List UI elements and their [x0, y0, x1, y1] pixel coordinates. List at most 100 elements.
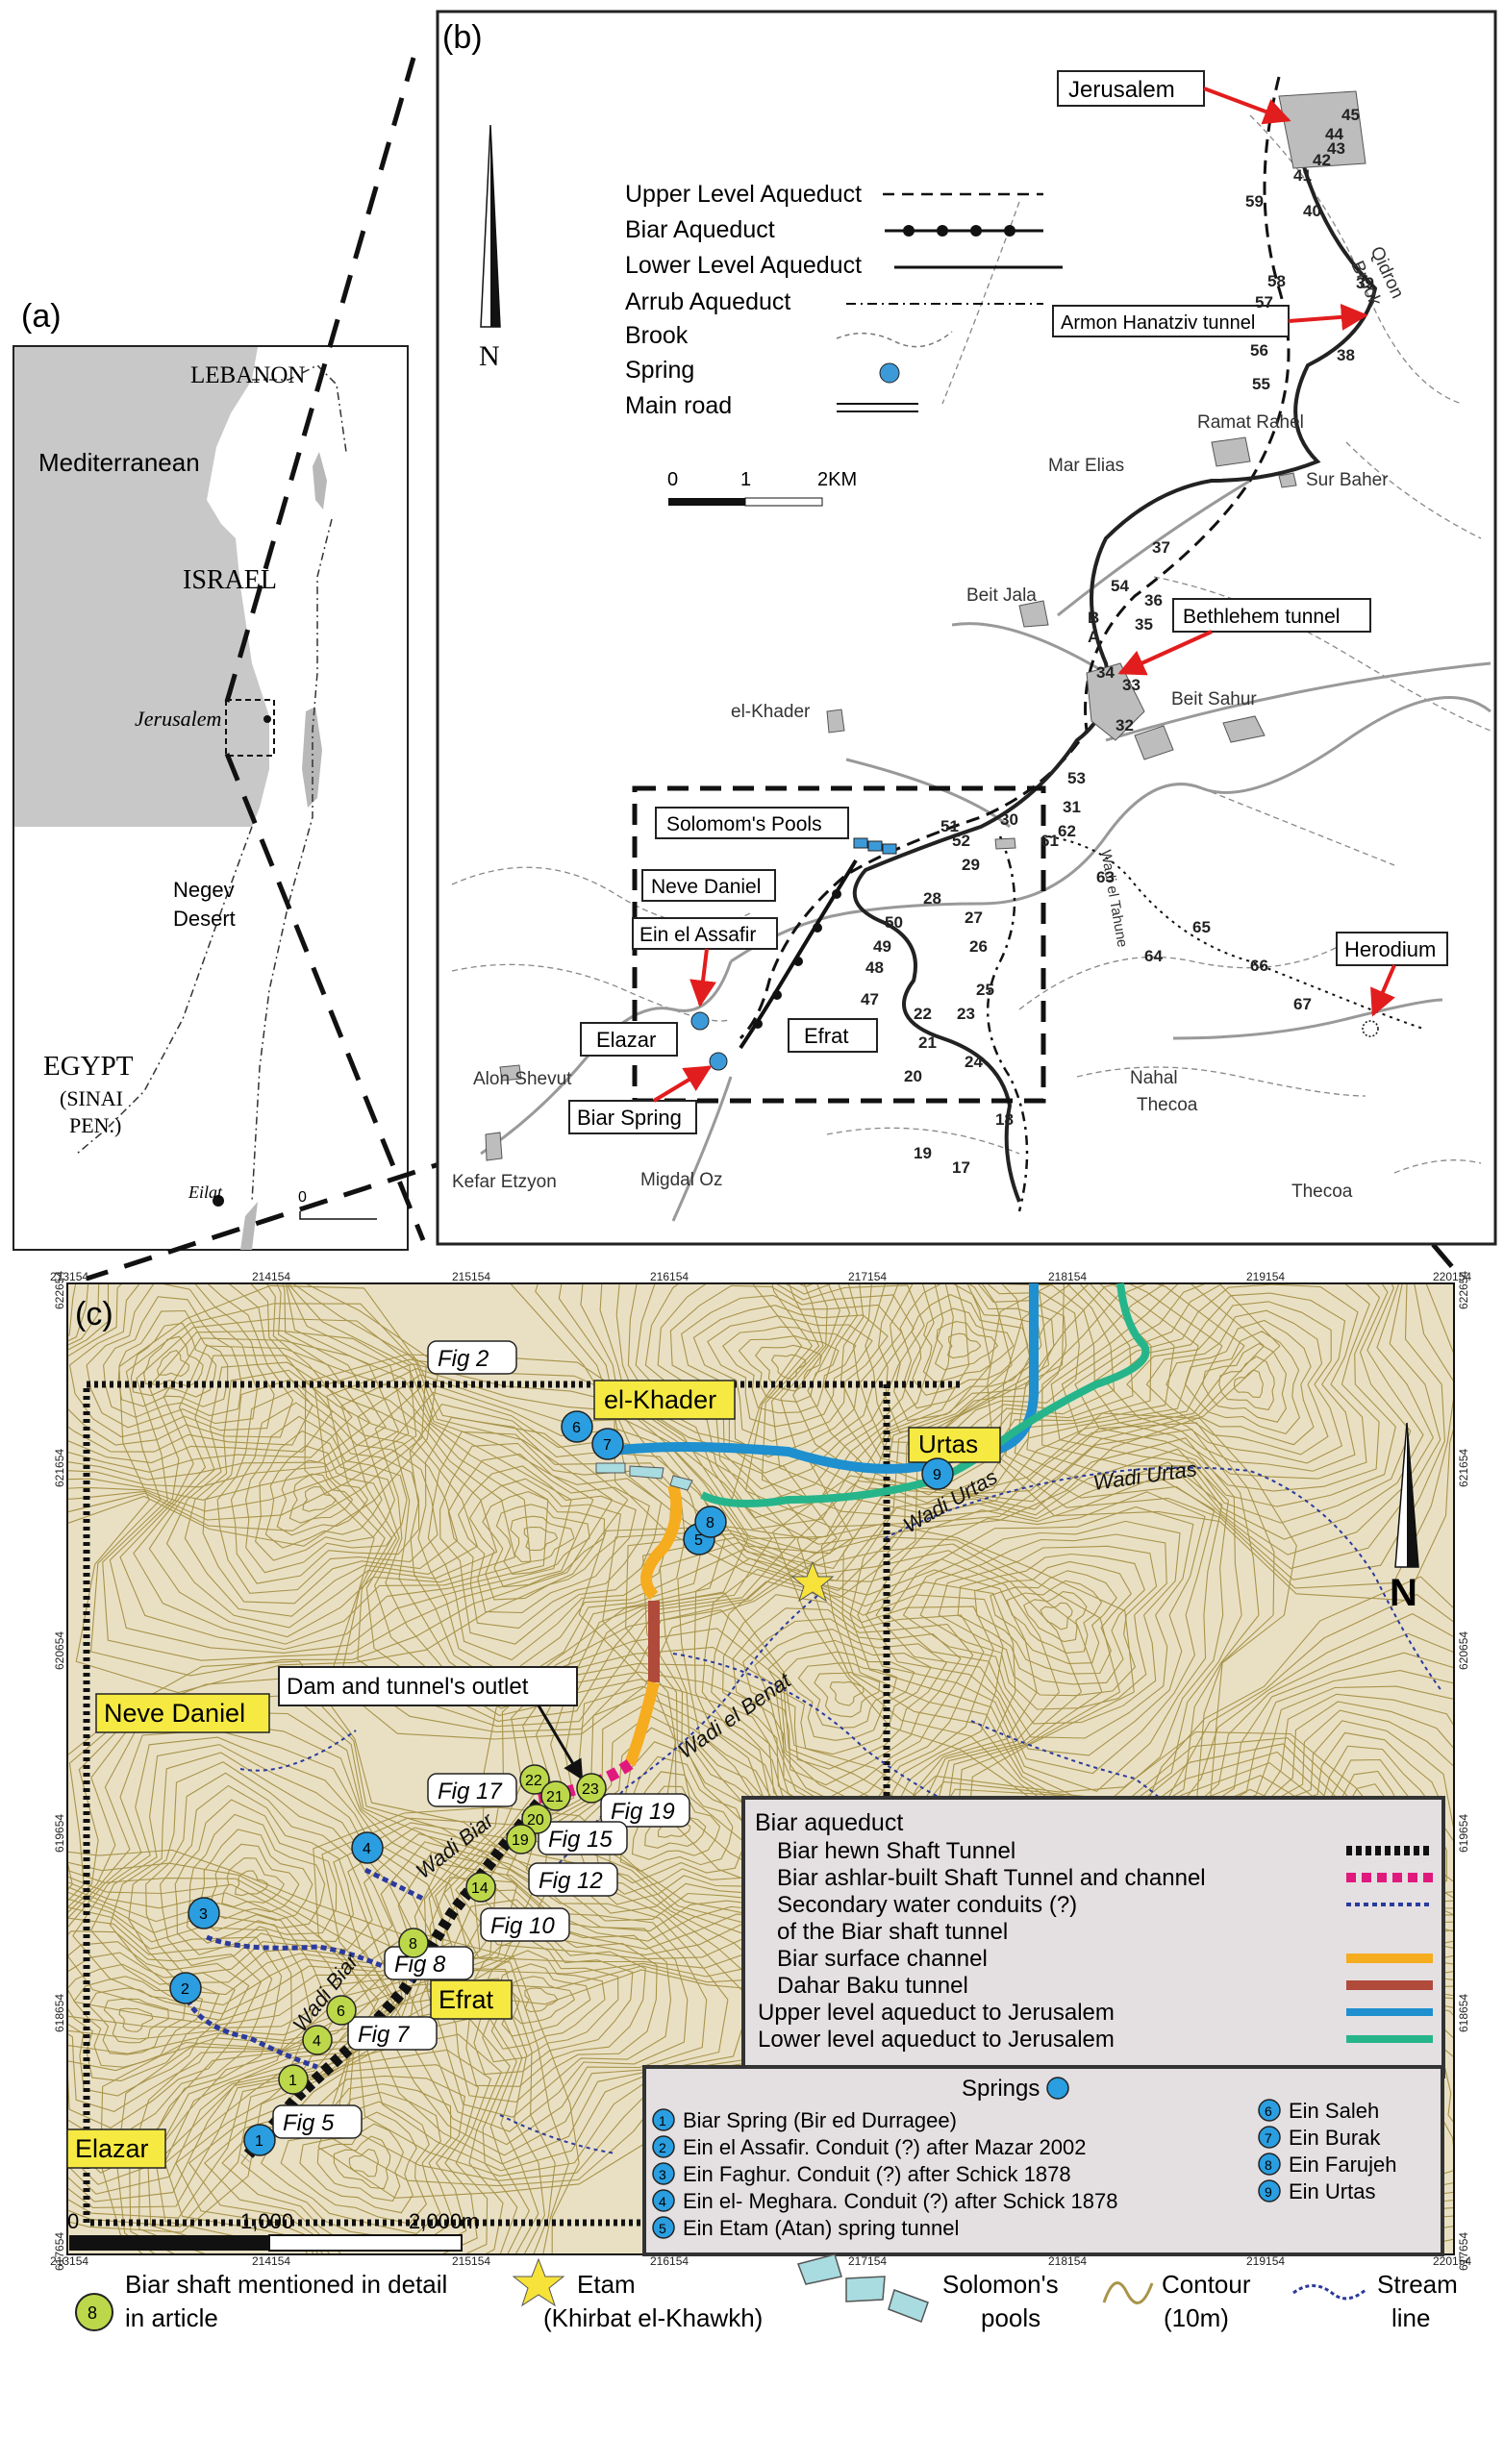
mar-elias-label: Mar Elias — [1048, 456, 1124, 476]
shaft-number: 23 — [582, 1781, 599, 1798]
callout-herodium-box — [1336, 932, 1448, 966]
fig-label-box — [427, 1340, 517, 1375]
upper-level-aqueduct-c — [605, 1283, 1039, 1474]
shaft-legend-1: Biar shaft mentioned in detail — [125, 2270, 447, 2299]
callout-biar-spring: Biar Spring — [577, 1106, 682, 1130]
israel-label: ISRAEL — [183, 565, 277, 595]
panel-c-north-arrow: N — [1390, 1422, 1419, 1614]
callout-armon: Armon Hanatziv tunnel — [1061, 312, 1255, 334]
beit-jala-label: Beit Jala — [966, 585, 1037, 606]
fig-label: Fig 17 — [438, 1779, 503, 1804]
station-number: 39 — [1356, 274, 1374, 292]
station-number: 62 — [1058, 822, 1076, 840]
callout-bethlehem: Bethlehem tunnel — [1183, 606, 1340, 628]
x-coord-bottom: 213154 — [50, 2254, 88, 2268]
spring-list-icon — [1258, 2153, 1281, 2176]
neve-daniel-c: Neve Daniel — [104, 1699, 245, 1728]
egypt-border — [76, 826, 253, 1155]
y-coord-left: 618654 — [53, 1994, 66, 2032]
north-border — [252, 364, 347, 453]
thecoa-label: Thecoa — [1291, 1182, 1353, 1202]
station-number: 36 — [1144, 591, 1163, 610]
spring-marker — [561, 1410, 593, 1443]
urtas-c: Urtas — [918, 1430, 978, 1458]
dam-label: Dam and tunnel's outlet — [287, 1674, 529, 1700]
negev-label-2: Desert — [173, 907, 236, 931]
panel-c-scale: 0 1,000 2,000m — [67, 2209, 479, 2252]
y-coord-left: 622654 — [53, 1271, 66, 1309]
station-number: 47 — [861, 990, 879, 1008]
spring-list-label: Ein el Assafir. Conduit (?) after Mazar … — [683, 2135, 1086, 2159]
x-coord-top: 213154 — [50, 1270, 88, 1283]
station-number: 19 — [914, 1144, 932, 1162]
spring-list-label: Ein Burak — [1289, 2126, 1381, 2150]
spring-number: 7 — [603, 1437, 612, 1454]
spring-number: 8 — [706, 1515, 714, 1531]
kefar-etzyon-label: Kefar Etzyon — [452, 1172, 557, 1192]
callout-biar-spring-box — [568, 1100, 697, 1134]
panel-b: (b) N — [436, 10, 1497, 1246]
shaft-marker — [465, 1872, 496, 1903]
callout-ein-assafir: Ein el Assafir — [639, 924, 756, 946]
fig-label: Fig 19 — [611, 1799, 675, 1825]
spring-marker — [188, 1897, 220, 1929]
spring-number: 3 — [199, 1906, 208, 1923]
station-number: 53 — [1067, 769, 1086, 787]
station-number: 27 — [965, 908, 983, 927]
urtas-c-box — [908, 1427, 1001, 1463]
legend-item-label: of the Biar shaft tunnel — [777, 1919, 1008, 1945]
shaft-marker — [278, 2064, 309, 2095]
station-number: 49 — [873, 937, 891, 956]
spring-list-label: Biar Spring (Bir ed Durragee) — [683, 2108, 957, 2132]
station-number: 33 — [1122, 676, 1141, 694]
stream-legend-1: Stream — [1377, 2270, 1458, 2299]
shaft-number: 1 — [288, 2073, 297, 2089]
legend-title: Biar aqueduct — [755, 1809, 903, 1836]
station-number: 20 — [904, 1067, 922, 1085]
pools-legend-2: pools — [981, 2303, 1040, 2332]
x-coord-bottom: 215154 — [452, 2254, 490, 2268]
callout-jerusalem: Jerusalem — [1068, 77, 1175, 103]
station-number: 41 — [1293, 166, 1312, 185]
el-khader-label: el-Khader — [731, 702, 811, 722]
spring-list-icon — [652, 2216, 675, 2239]
fig-label-box — [347, 2016, 438, 2051]
dead-sea — [302, 707, 322, 808]
spring-list-icon — [652, 2135, 675, 2158]
el-khader-c: el-Khader — [604, 1385, 716, 1414]
spring-marker — [351, 1831, 384, 1864]
station-number: 31 — [1063, 798, 1081, 816]
callout-armon-box — [1052, 305, 1290, 337]
callout-elazar-box — [580, 1022, 678, 1057]
station-number: 32 — [1115, 716, 1134, 734]
station-number: 63 — [1096, 868, 1115, 886]
station-number: 17 — [952, 1158, 970, 1177]
station-number: 37 — [1152, 538, 1170, 557]
station-number: 67 — [1293, 995, 1312, 1013]
c-scale-0: 0 — [67, 2209, 79, 2233]
fig-label-box — [480, 1907, 570, 1942]
sea-of-galilee — [313, 452, 327, 510]
spring-list-icon — [652, 2108, 675, 2131]
fig-label-box — [600, 1793, 690, 1828]
etam-legend-icon — [512, 2257, 565, 2307]
spring-list-label: Ein Etam (Atan) spring tunnel — [683, 2216, 959, 2240]
biar-aqueduct-dots — [753, 889, 841, 1029]
pool-1 — [853, 837, 868, 849]
legend-spring: Spring — [625, 357, 694, 384]
negev-label-1: Negev — [173, 878, 235, 902]
efrat-c-box — [430, 1979, 513, 2020]
beit-sahur-label: Beit Sahur — [1171, 689, 1257, 709]
lower-level-aqueduct — [852, 143, 1378, 1203]
y-coord-left: 617654 — [53, 2232, 66, 2271]
arrub-south — [986, 835, 1029, 1212]
spring-list-num: 5 — [659, 2221, 666, 2236]
stream-legend-icon — [1292, 2284, 1366, 2301]
station-number: 22 — [914, 1005, 932, 1023]
spring-list-num: 3 — [659, 2167, 666, 2182]
sinai-label-2: PEN.) — [69, 1113, 121, 1137]
